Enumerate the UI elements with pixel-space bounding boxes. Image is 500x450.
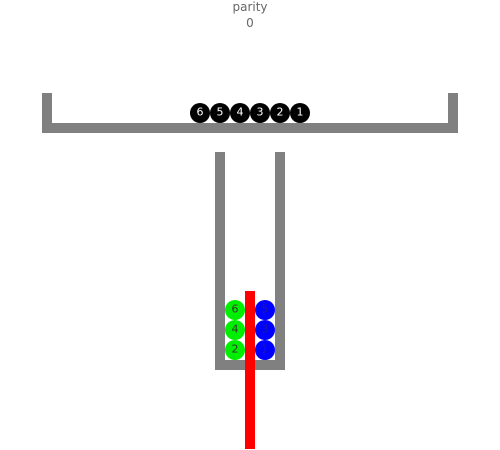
bin-left-wall	[215, 152, 225, 370]
tray-right-wall	[448, 93, 458, 133]
queue-ball-label: 1	[297, 106, 304, 119]
queue-ball-label: 2	[277, 106, 284, 119]
odd-ball	[255, 300, 275, 320]
bin-right-wall	[275, 152, 285, 370]
divider-bar	[245, 291, 255, 449]
queue-ball	[190, 103, 210, 123]
queue-ball-label: 4	[237, 106, 244, 119]
even-ball-label: 6	[232, 303, 239, 316]
tray-floor	[42, 123, 458, 133]
even-ball	[225, 300, 245, 320]
queue-ball	[250, 103, 270, 123]
even-ball-label: 4	[232, 323, 239, 336]
odd-ball-label: 3	[262, 323, 269, 336]
tray-left-wall	[42, 93, 52, 133]
bin-balls: 6 4 2 5 3 1	[225, 300, 275, 360]
parity-value: 0	[246, 16, 254, 30]
queue-ball-label: 6	[197, 106, 204, 119]
queue-ball	[210, 103, 230, 123]
odd-ball-label: 5	[262, 303, 269, 316]
even-ball	[225, 320, 245, 340]
queue-ball	[290, 103, 310, 123]
queue-ball	[230, 103, 250, 123]
odd-ball	[255, 340, 275, 360]
even-ball	[225, 340, 245, 360]
odd-ball-label: 1	[262, 343, 269, 356]
odd-ball	[255, 320, 275, 340]
parity-label: parity	[232, 0, 268, 14]
even-ball-label: 2	[232, 343, 239, 356]
queue-ball-label: 5	[217, 106, 224, 119]
queue-ball-label: 3	[257, 106, 264, 119]
queue-ball	[270, 103, 290, 123]
